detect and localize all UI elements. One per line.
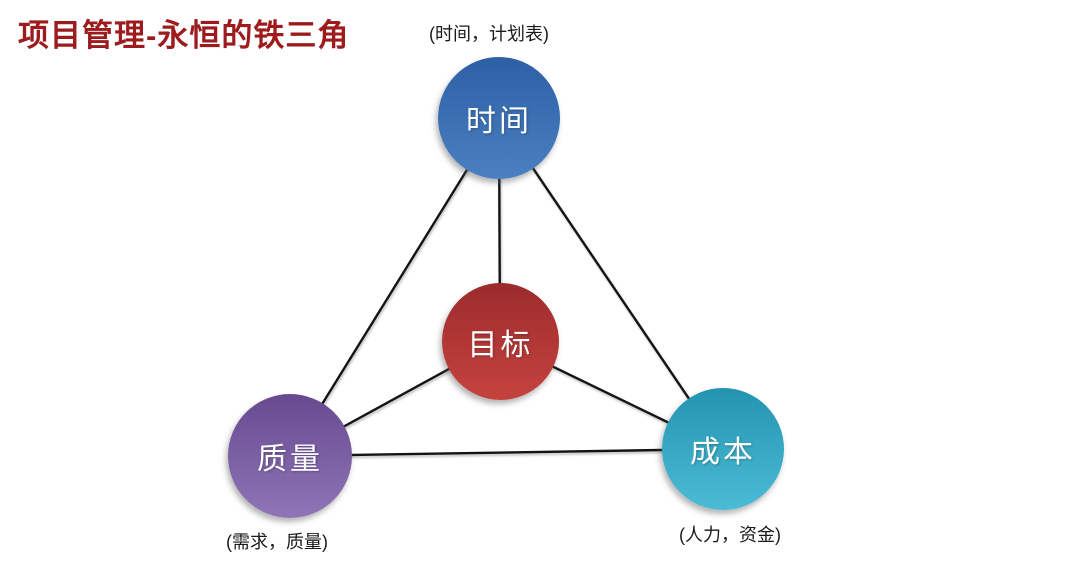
node-goal-label: 目标 [467,328,534,362]
node-cost: 成本 [662,388,784,510]
edge-quality-cost [289,447,724,458]
node-time: 时间 [438,57,560,179]
node-cost-label: 成本 [690,436,756,469]
node-time-label: 时间 [466,105,532,138]
annotation-quality: (需求，质量) [226,532,328,552]
page-title: 项目管理-永恒的铁三角 [18,18,350,53]
node-quality: 质量 [228,394,352,518]
edge-time-cost [498,117,724,450]
annotation-time: (时间，计划表) [429,24,549,44]
edge-time-quality [288,117,501,457]
annotation-cost: (人力，资金) [679,525,781,545]
node-quality-label: 质量 [257,443,323,476]
node-goal: 目标 [442,283,559,400]
